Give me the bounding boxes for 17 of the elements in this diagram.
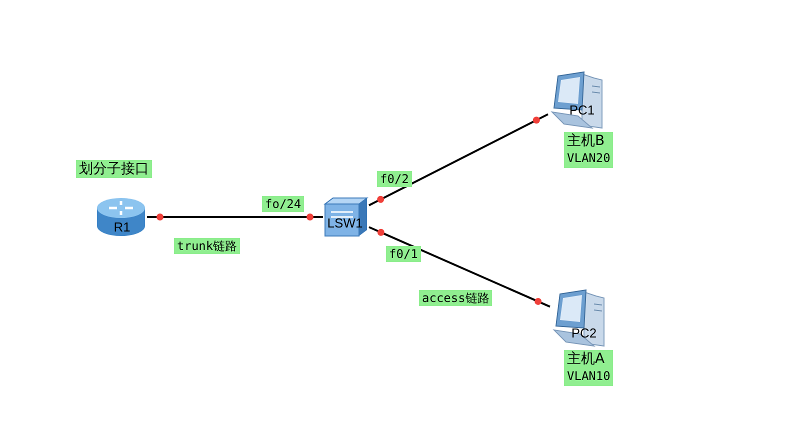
port-label: f0/1 [386, 246, 421, 262]
host-label: 主机A [567, 351, 606, 368]
device-name: PC1 [569, 102, 595, 118]
device-name: PC2 [571, 326, 597, 340]
vlan-label: VLAN10 [567, 368, 610, 385]
note-label: 划分子接口 [76, 160, 152, 178]
vlan-label: VLAN20 [567, 150, 610, 167]
port-label: f0/2 [377, 171, 412, 187]
port-label: fo/24 [262, 196, 304, 212]
device-name: R1 [114, 220, 130, 234]
port-label: access链路 [419, 290, 492, 306]
link-line [147, 214, 323, 220]
link-line [368, 226, 550, 308]
port-label: trunk链路 [174, 238, 240, 254]
link-line [368, 113, 548, 206]
device-name: LSW1 [327, 216, 363, 230]
host-label: 主机B [567, 133, 606, 150]
